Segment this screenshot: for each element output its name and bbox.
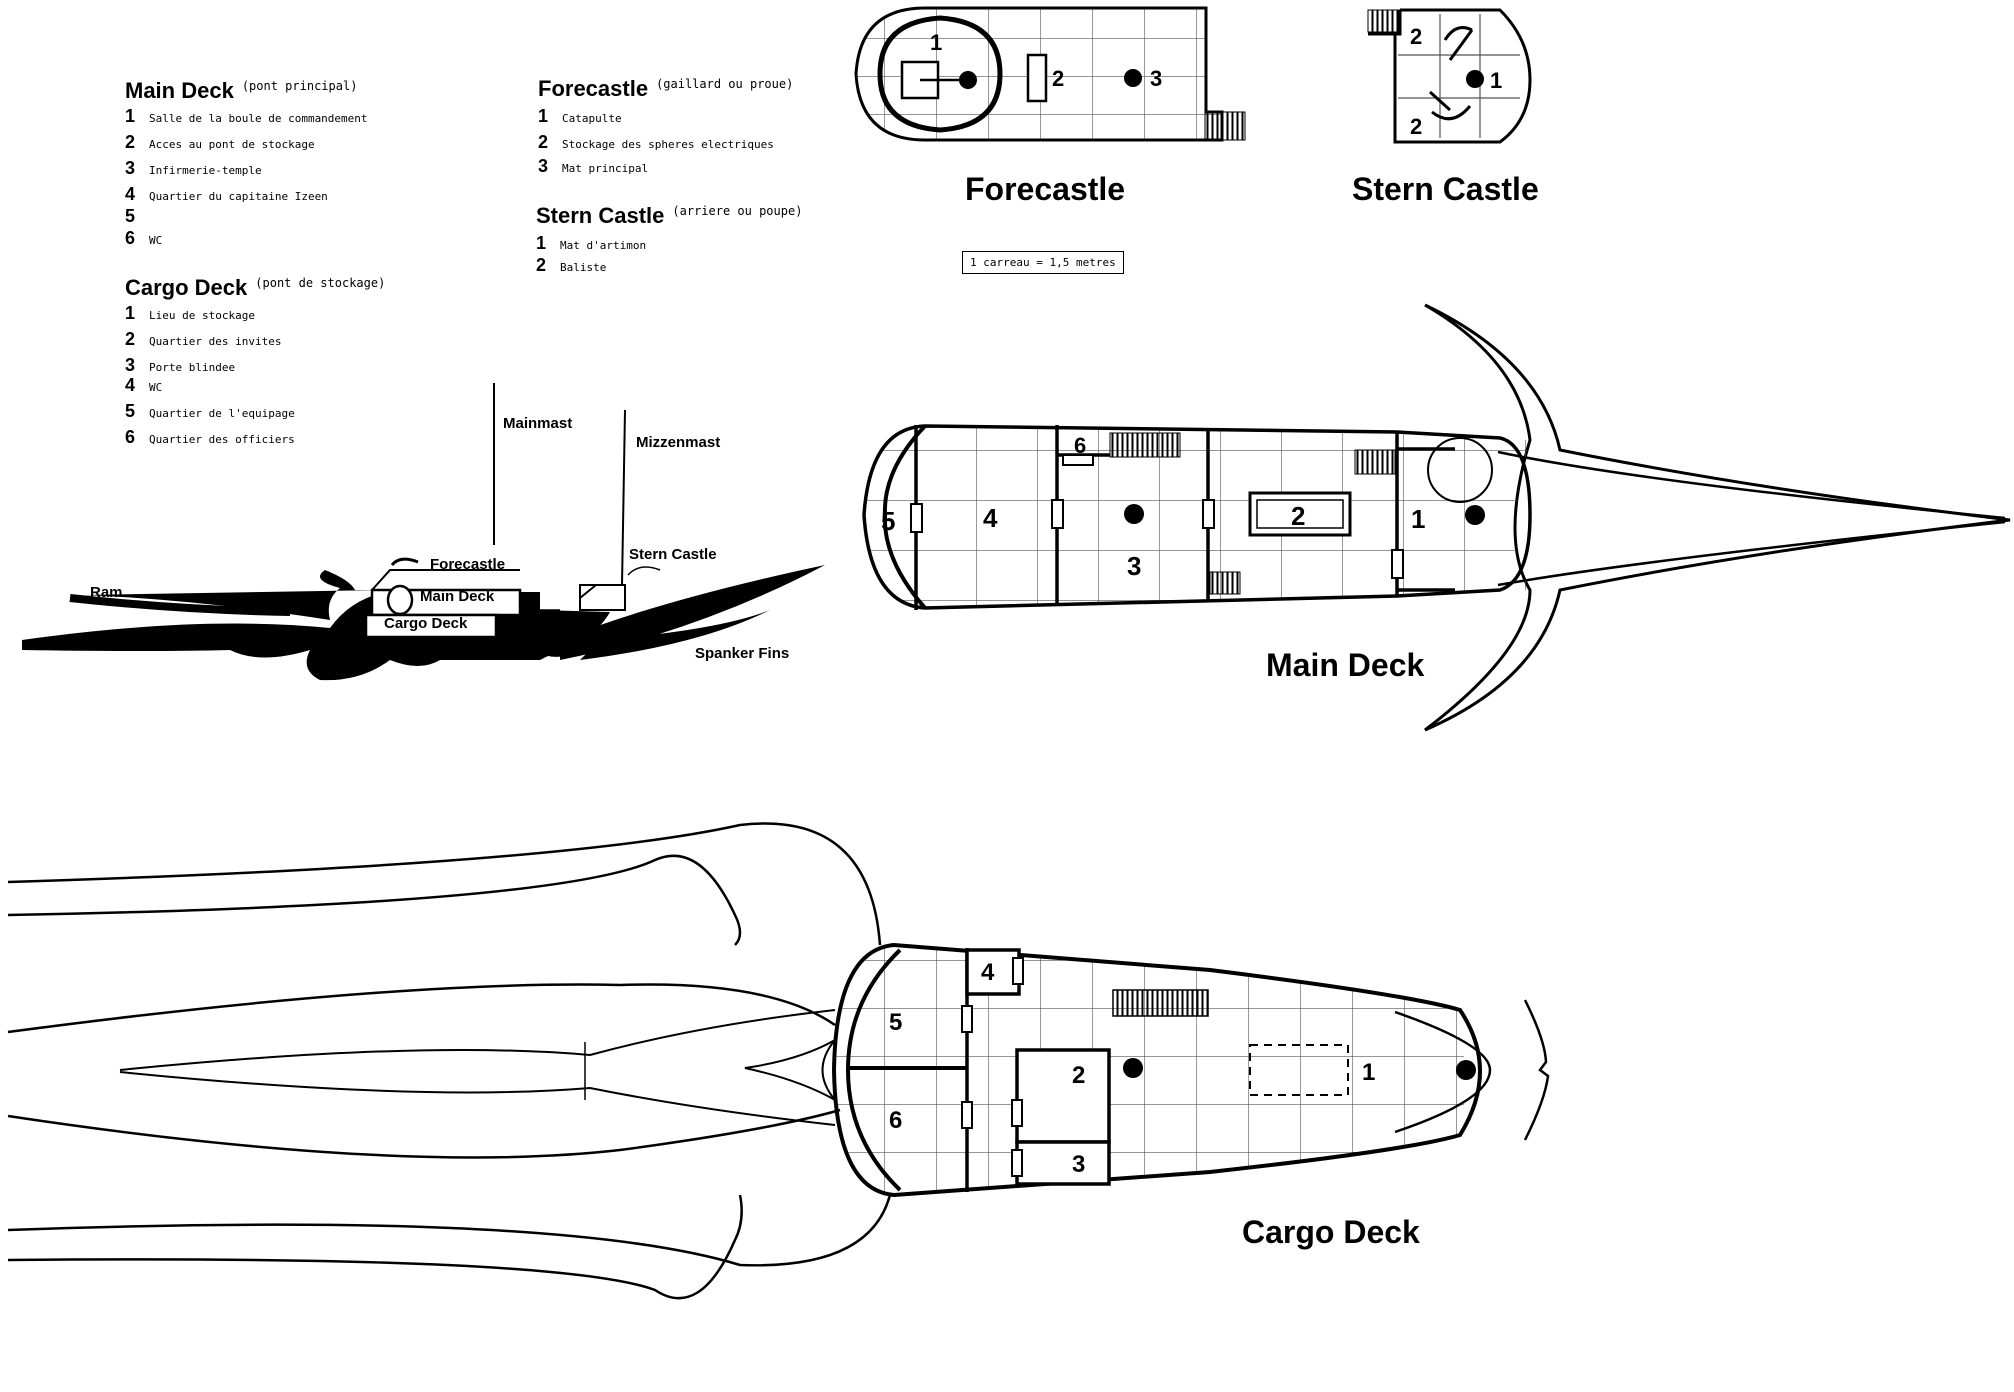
forecastle-room-label: 2 (1052, 66, 1064, 91)
main-deck-room-label: 1 (1411, 504, 1425, 534)
forecastle-room-label: 3 (1150, 66, 1162, 91)
legend-cargo-deck-title: Cargo Deck(pont de stockage) (125, 275, 386, 300)
cargo-deck-room-label: 1 (1362, 1059, 1375, 1086)
cargo-deck-room-label: 6 (889, 1107, 902, 1134)
stern-room-label: 2 (1410, 24, 1422, 49)
ram-label: Ram (90, 584, 123, 601)
stern-castle-plan-title: Stern Castle (1352, 171, 1539, 207)
cargo-deck-room-label: 3 (1072, 1151, 1085, 1178)
cargo-deck-room-label: 4 (981, 959, 995, 986)
main-deck-plan: 5 4 6 3 2 1 Main Deck (862, 303, 2011, 732)
main-deck-room-label: 3 (1127, 551, 1141, 581)
main-deck-room-label: 2 (1291, 501, 1305, 531)
side-forecastle-label: Forecastle (430, 556, 505, 573)
legend-forecastle-subtitle: (gaillard ou proue) (656, 76, 794, 91)
main-deck-room-label: 4 (983, 503, 998, 533)
cargo-deck-room-label: 2 (1072, 1062, 1085, 1089)
cargo-deck-plan: 4 5 6 2 3 1 Cargo Deck (7, 822, 1550, 1300)
forecastle-plan: 1 2 3 Forecastle (854, 6, 1246, 207)
main-deck-room-label: 6 (1074, 433, 1086, 458)
scale-note: 1 carreau = 1,5 metres (962, 251, 1124, 274)
forecastle-room-label: 1 (930, 30, 942, 55)
stern-castle-plan: 2 1 2 Stern Castle (1352, 8, 1539, 207)
mainmast-label: Mainmast (503, 415, 572, 432)
legend-item: 5 (125, 206, 136, 226)
main-deck-room-label: 5 (881, 506, 895, 536)
legend-stern-castle-title: Stern Castle(arriere ou poupe) (536, 203, 803, 228)
legend-stern-castle-subtitle: (arriere ou poupe) (672, 203, 803, 218)
legend-cargo-deck-subtitle: (pont de stockage) (255, 275, 386, 290)
legend-main-deck-subtitle: (pont principal) (241, 78, 358, 93)
main-deck-plan-title: Main Deck (1266, 647, 1424, 683)
side-view: Mainmast Mizzenmast Forecastle Main Deck… (22, 383, 825, 681)
side-main-deck-label: Main Deck (420, 588, 495, 605)
stern-room-label: 2 (1410, 114, 1422, 139)
cargo-deck-room-label: 5 (889, 1009, 902, 1036)
cargo-deck-plan-title: Cargo Deck (1242, 1214, 1420, 1250)
side-stern-castle-label: Stern Castle (629, 546, 717, 563)
forecastle-plan-title: Forecastle (965, 171, 1125, 207)
stern-room-label: 1 (1490, 68, 1502, 93)
legend-main-deck-title: Main Deck(pont principal) (125, 78, 358, 103)
side-cargo-deck-label: Cargo Deck (384, 615, 468, 632)
spanker-fins-label: Spanker Fins (695, 645, 789, 662)
legend-forecastle-title: Forecastle(gaillard ou proue) (538, 76, 794, 101)
mizzenmast-label: Mizzenmast (636, 434, 720, 451)
